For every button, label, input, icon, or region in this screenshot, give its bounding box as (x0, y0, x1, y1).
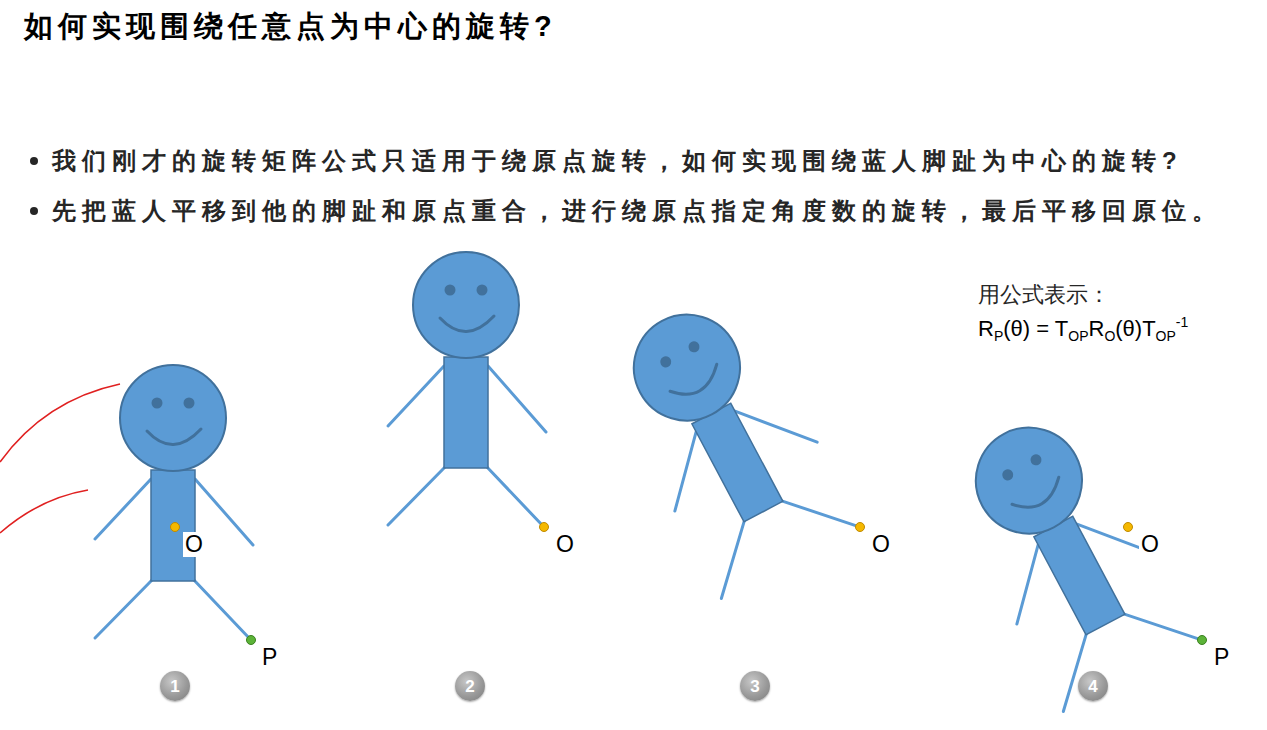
bullet-dot (30, 207, 38, 215)
callout-text: 1 (170, 678, 179, 695)
origin-dot (171, 523, 180, 532)
stick-figure (935, 396, 1203, 712)
formula-part: OP (1068, 328, 1088, 344)
point-label: P (260, 645, 279, 670)
formula-part: OP (1156, 328, 1176, 344)
point-label: P (1212, 645, 1231, 670)
callout-text: 3 (750, 678, 759, 695)
stick-figure (593, 283, 861, 599)
point-label: O (870, 532, 892, 557)
formula-part: R (978, 316, 994, 341)
red-scribble (0, 384, 120, 462)
formula-part: -1 (1176, 314, 1188, 330)
callout-text: 4 (1088, 678, 1097, 695)
origin-dot (1124, 523, 1133, 532)
callout-number: 1 (160, 671, 190, 701)
callout-number: 4 (1078, 671, 1108, 701)
formula-part: R (1088, 316, 1104, 341)
red-scribble (0, 490, 88, 533)
callout-number: 3 (740, 671, 770, 701)
formula-part: O (1104, 328, 1115, 344)
point-label: O (554, 532, 576, 557)
callout-text: 2 (465, 678, 474, 695)
formula-part: (θ) = T (1003, 316, 1068, 341)
pivot-dot (1198, 636, 1207, 645)
stick-figure (95, 365, 253, 639)
callout-number: 2 (455, 671, 485, 701)
bullet-text: 先把蓝人平移到他的脚趾和原点重合，进行绕原点指定角度数的旋转，最后平移回原位。 (52, 195, 1222, 227)
formula-part: (θ)T (1115, 316, 1155, 341)
bullet-dot (30, 157, 38, 165)
pivot-dot (247, 636, 256, 645)
origin-dot (856, 523, 865, 532)
formula-part: P (994, 328, 1003, 344)
point-label: O (1139, 532, 1161, 557)
formula-caption: 用公式表示： (978, 280, 1110, 310)
origin-dot (540, 523, 549, 532)
formula: RP(θ) = TOPRO(θ)TOP-1 (978, 314, 1188, 344)
stick-figure (388, 252, 546, 526)
point-label: O (183, 532, 205, 557)
bullet-text: 我们刚才的旋转矩阵公式只适用于绕原点旋转，如何实现围绕蓝人脚趾为中心的旋转? (52, 145, 1183, 177)
slide-title: 如何实现围绕任意点为中心的旋转? (24, 7, 557, 47)
